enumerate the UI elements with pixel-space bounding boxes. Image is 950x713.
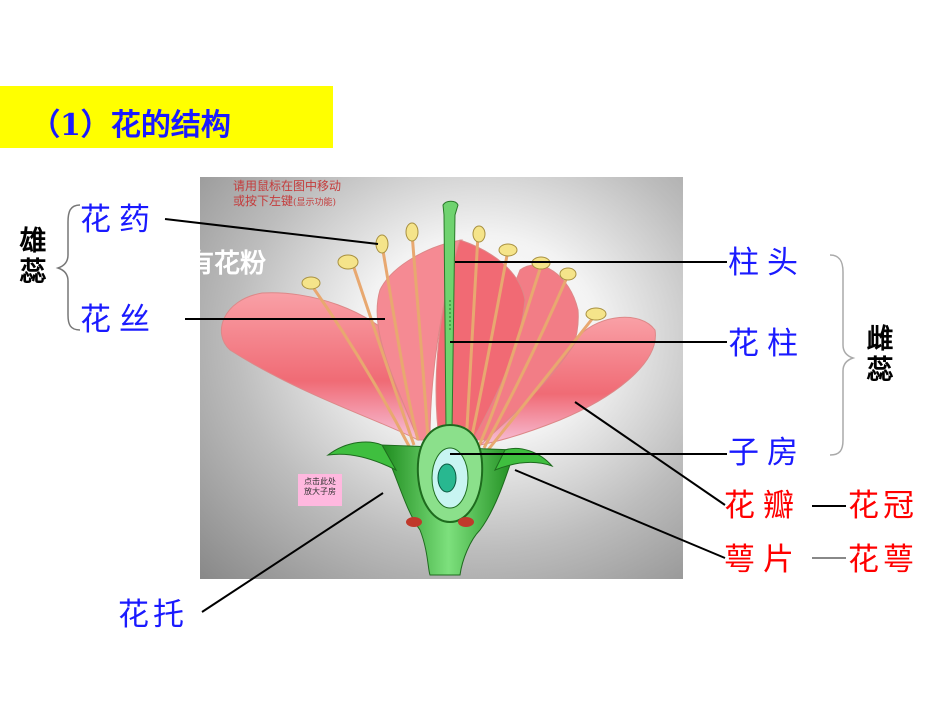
anther-label: 花药: [80, 202, 158, 238]
hint-line-2: 或按下左键(显示功能): [233, 194, 337, 208]
stigma-label: 柱头: [728, 245, 806, 281]
left-sepal: [326, 441, 398, 472]
style-label: 花柱: [728, 326, 806, 362]
receptacle-label: 花托: [118, 597, 188, 633]
petal-label: 花瓣: [724, 488, 802, 524]
leader-lines: [164, 218, 846, 613]
filament-label: 花丝: [80, 302, 158, 338]
page-title: （1）花的结构: [30, 108, 231, 143]
corolla-label: 花冠: [848, 488, 918, 524]
stamen-bracket: [55, 204, 81, 331]
hint-line-1: 请用鼠标在图中移动: [233, 179, 342, 193]
stamen-group-label: 雄蕊: [19, 226, 47, 288]
sepal-label: 萼片: [724, 542, 802, 578]
ovule: [437, 463, 457, 493]
pollen-overlay-text: 有花粉: [188, 249, 267, 279]
title-highlight: [0, 86, 333, 148]
zoom-ovary-button[interactable]: 点击此处 放大子房: [298, 474, 342, 506]
ovary-label: 子房: [728, 435, 806, 471]
pistil-group-label: 雌蕊: [866, 324, 894, 386]
anthers: [301, 222, 607, 321]
pistil-bracket: [829, 254, 856, 456]
far-right-petal: [478, 316, 656, 446]
calyx-label: 花萼: [848, 542, 918, 578]
filaments: [308, 232, 598, 451]
